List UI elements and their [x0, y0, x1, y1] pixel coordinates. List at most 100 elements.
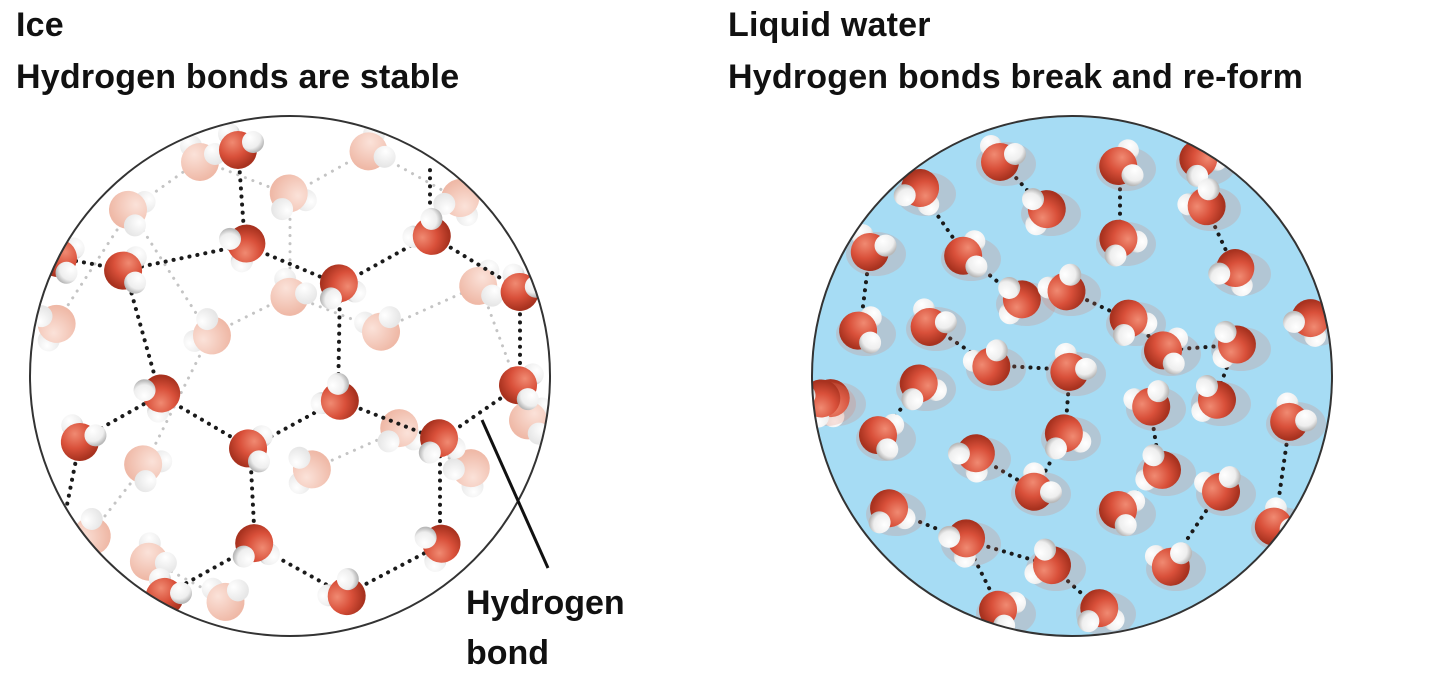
hydrogen-atom [516, 388, 539, 411]
hydrogen-atom [1214, 320, 1237, 343]
liquid-molecule [1044, 414, 1092, 460]
hydrogen-atom [934, 311, 957, 334]
hydrogen-atom [1022, 188, 1045, 211]
hydrogen-atom [985, 339, 1008, 362]
hydrogen-atom [271, 198, 294, 221]
hydrogen-atom [295, 282, 318, 305]
liquid-molecule [1212, 320, 1256, 369]
ice-molecule [104, 246, 147, 294]
liquid-molecule [1050, 342, 1098, 391]
hydrogen-bond [888, 508, 967, 542]
liquid-molecule [998, 276, 1041, 325]
hydrogen-atom [876, 438, 899, 461]
ice-panel [29, 115, 551, 637]
liquid-molecule [868, 489, 916, 534]
hydrogen-atom [1004, 143, 1026, 165]
oxygen-atom [1015, 472, 1053, 511]
ice-molecule-back [442, 449, 490, 498]
hydrogen-atom [893, 184, 916, 207]
hydrogen-atom [219, 227, 242, 250]
hydrogen-atom [123, 214, 146, 237]
hydrogen-bond-label: Hydrogen bond [466, 578, 625, 678]
hydrogen-atom [1218, 466, 1241, 489]
hydrogen-atom [1195, 374, 1218, 397]
oxygen-atom [956, 434, 995, 473]
hydrogen-bond [878, 383, 922, 437]
hydrogen-atom [442, 458, 465, 481]
hydrogen-atom [1121, 164, 1144, 187]
hydrogen-atom [196, 308, 219, 331]
liquid-molecule [899, 364, 947, 411]
hydrogen-atom [1059, 263, 1082, 286]
ice-molecule [229, 425, 273, 473]
liquid-molecule [1123, 380, 1171, 426]
liquid-molecule [859, 413, 905, 461]
liquid-molecule [1282, 299, 1330, 347]
hydrogen-atom [874, 234, 897, 257]
hydrogen-atom [55, 261, 78, 284]
ice-molecule [402, 207, 451, 255]
ice-molecule [414, 524, 461, 572]
liquid-molecule [839, 306, 882, 354]
liquid-molecule [1099, 139, 1144, 187]
liquid-molecule [1037, 263, 1086, 311]
ice-molecule-back [124, 445, 173, 493]
hydrogen-bond-callout-line [480, 419, 550, 569]
hydrogen-bond [1063, 368, 1072, 437]
hydrogen-atom [1142, 444, 1165, 467]
hydrogen-atom [373, 145, 396, 168]
liquid-water-subtitle: Hydrogen bonds break and re-form [728, 58, 1304, 96]
ice-molecule [133, 374, 181, 423]
hydrogen-atom [247, 450, 270, 473]
hydrogen-atom [84, 424, 107, 447]
hydrogen-atom [420, 207, 443, 230]
liquid-molecule [962, 339, 1011, 386]
liquid-molecule [1022, 188, 1066, 236]
hydrogen-atom [868, 511, 891, 534]
hydrogen-atom [319, 287, 342, 310]
liquid-water-title: Liquid water [728, 6, 931, 44]
liquid-molecule [1208, 249, 1255, 297]
hydrogen-atom [938, 525, 961, 548]
ice-molecule [317, 568, 366, 616]
oxygen-atom [451, 449, 490, 488]
liquid-molecule [910, 298, 957, 346]
ice-molecule-back [201, 577, 249, 621]
ice-molecule-back [269, 174, 317, 221]
hydrogen-bond [53, 208, 132, 327]
oxygen-atom [812, 379, 841, 418]
hydrogen-atom [998, 276, 1021, 299]
liquid-molecule [1144, 542, 1193, 586]
ice-molecule [60, 414, 107, 461]
liquid-molecule [938, 519, 986, 568]
hydrogen-atom [1295, 409, 1318, 432]
liquid-circle-border [811, 115, 1333, 637]
liquid-panel [811, 115, 1333, 637]
oxygen-atom [327, 577, 366, 616]
ice-molecule-back [109, 190, 156, 237]
hydrogen-atom [1147, 380, 1170, 403]
hydrogen-atom [481, 284, 504, 307]
hydrogen-atom [134, 470, 157, 493]
liquid-molecule [1099, 490, 1146, 537]
hydrogen-atom [1170, 542, 1193, 565]
hydrogen-atom [336, 568, 359, 591]
hydrogen-atom [232, 545, 255, 568]
hydrogen-atom [947, 442, 970, 465]
hydrogen-bond [478, 283, 532, 422]
liquid-molecule [893, 169, 940, 216]
hydrogen-atom [414, 526, 437, 549]
liquid-molecule [1135, 444, 1181, 491]
ice-molecule-back [377, 409, 425, 453]
hydrogen-bond [1033, 433, 1067, 492]
hydrogen-atom [1282, 310, 1305, 333]
hydrogen-atom [418, 441, 441, 464]
liquid-molecule [1024, 538, 1071, 585]
hydrogen-atom [433, 192, 456, 215]
hydrogen-atom [242, 131, 264, 153]
hydrogen-atom [288, 446, 311, 469]
hydrogen-atom [378, 306, 401, 329]
hydrogen-atom [80, 507, 103, 530]
hydrogen-atom [1197, 178, 1220, 201]
